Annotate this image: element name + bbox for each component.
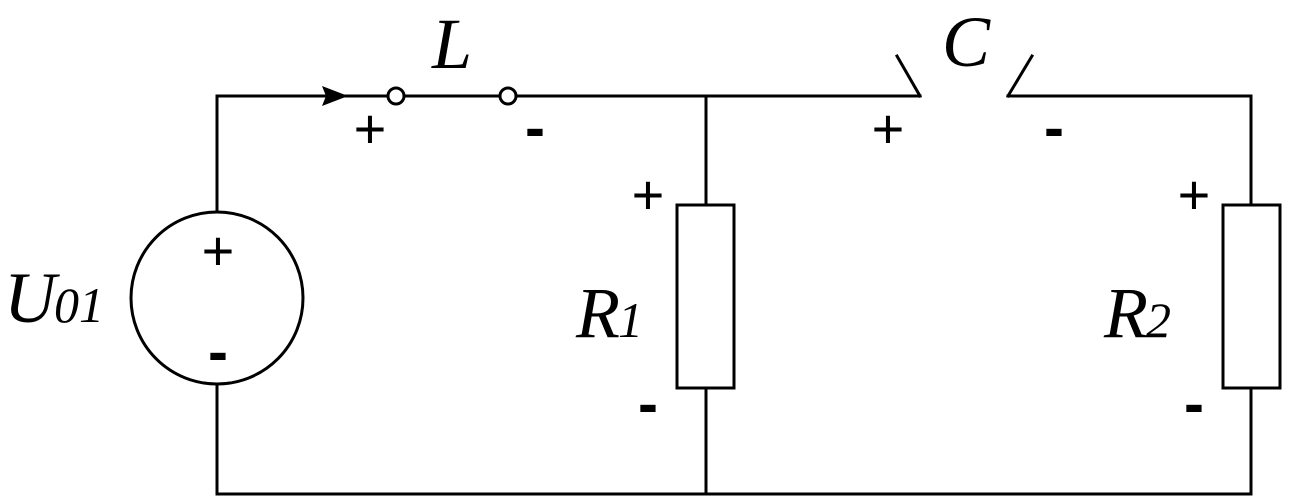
capacitor-plate-left [894, 53, 923, 99]
capacitor-minus-sign: - [1044, 94, 1064, 161]
r1-plus-sign: + [632, 163, 665, 226]
inductor-label: L [431, 4, 472, 84]
r2-label: R2 [1103, 273, 1171, 353]
r1-label: R1 [575, 273, 643, 353]
resistor-r1-body [675, 203, 736, 390]
wires [215, 94, 1253, 496]
r2-label-sub: 2 [1146, 292, 1171, 348]
inductor-terminal-right [498, 86, 518, 106]
capacitor-plate-right [1005, 53, 1035, 99]
r2-plus-sign: + [1178, 163, 1211, 226]
resistor-r2-body [1221, 203, 1282, 390]
r2-minus-sign: - [1184, 370, 1204, 437]
source-minus-sign: - [208, 318, 228, 385]
source-label-main: U [4, 258, 60, 338]
resistor-r2: + - R2 [1103, 163, 1282, 437]
capacitor-plus-sign: + [872, 97, 905, 160]
inductor-terminal-left [386, 86, 406, 106]
source-plus-sign: + [202, 219, 235, 282]
resistor-r1: + - R1 [575, 163, 736, 437]
inductor-plus-sign: + [354, 97, 387, 160]
r1-minus-sign: - [638, 370, 658, 437]
r1-label-main: R [575, 273, 620, 353]
inductor-minus-sign: - [525, 94, 545, 161]
current-arrow-icon [322, 86, 348, 106]
inductor: L + - [354, 4, 545, 161]
capacitor: C + - [872, 2, 1064, 161]
capacitor-label: C [942, 2, 991, 82]
source-label-sub: 01 [54, 277, 104, 333]
r1-label-sub: 1 [618, 292, 643, 348]
source-label: U01 [4, 258, 104, 338]
r2-label-main: R [1103, 273, 1148, 353]
voltage-source: + - U01 [4, 210, 305, 386]
voltage-source-circle [129, 210, 305, 386]
